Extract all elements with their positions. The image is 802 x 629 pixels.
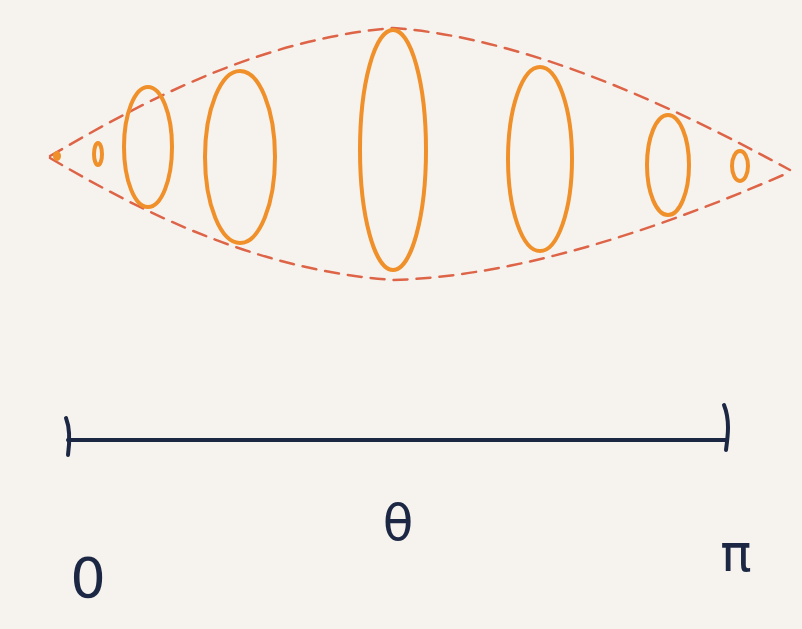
circle-slice [94, 143, 102, 165]
variable-symbol: θ [383, 498, 414, 548]
interval-end: π [720, 527, 751, 579]
interval-start: 0 [70, 550, 106, 606]
circle-slice [508, 67, 572, 251]
circle-slice [55, 153, 59, 159]
circle-slice [360, 30, 426, 270]
circle-slice [124, 87, 172, 207]
interval-line [68, 438, 726, 442]
circle-slice [647, 115, 689, 215]
circle-slice [205, 71, 275, 243]
interval-endpoint [66, 418, 69, 455]
interval-endpoint [724, 405, 728, 450]
circle-slice [732, 151, 748, 181]
